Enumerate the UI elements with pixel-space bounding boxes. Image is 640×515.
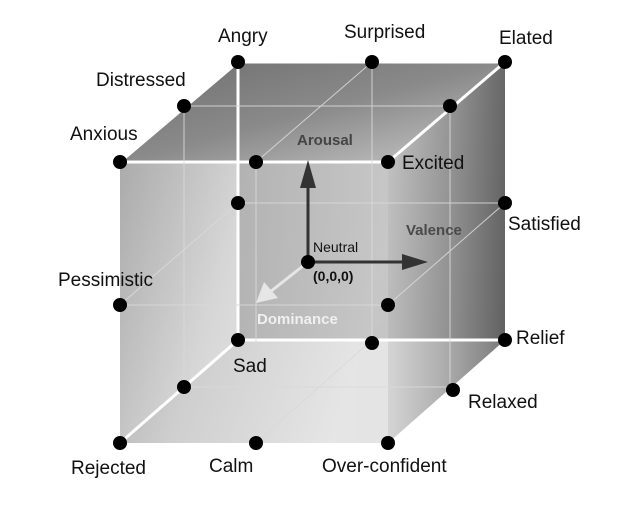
- dot-front-right-mid: [381, 298, 395, 312]
- dot-back-bottom-mid: [365, 336, 379, 350]
- dot-lower-left-mid: [177, 380, 191, 394]
- axis-labels: Arousal Valence Dominance Neutral (0,0,0…: [257, 132, 462, 328]
- label-anxious: Anxious: [70, 124, 138, 145]
- label-calm: Calm: [209, 456, 253, 477]
- dot-neutral: [301, 255, 315, 269]
- label-neutral: Neutral: [313, 239, 358, 255]
- label-pessimistic: Pessimistic: [58, 270, 153, 291]
- label-distressed: Distressed: [96, 70, 186, 91]
- label-relaxed: Relaxed: [468, 392, 538, 413]
- dot-excited: [381, 155, 395, 169]
- label-origin-coords: (0,0,0): [313, 268, 353, 284]
- label-valence: Valence: [406, 222, 462, 239]
- dot-relief: [498, 333, 512, 347]
- dot-front-top-mid: [249, 155, 263, 169]
- dominance-axis: [269, 260, 309, 294]
- cube-right-face: [388, 62, 505, 443]
- dot-pessimistic: [113, 298, 127, 312]
- label-excited: Excited: [402, 153, 464, 174]
- label-elated: Elated: [499, 28, 553, 49]
- label-over-confident: Over-confident: [322, 456, 447, 477]
- label-angry: Angry: [218, 26, 268, 47]
- dot-calm: [249, 436, 263, 450]
- label-rejected: Rejected: [71, 458, 146, 479]
- label-satisfied: Satisfied: [508, 214, 581, 235]
- dot-relaxed: [446, 383, 460, 397]
- dot-sad: [231, 333, 245, 347]
- arousal-arrowhead: [300, 160, 316, 188]
- cube-front-face: [120, 162, 388, 443]
- label-arousal: Arousal: [297, 132, 353, 149]
- emotion-labels: Angry Surprised Elated Distressed Anxiou…: [58, 22, 581, 479]
- label-sad: Sad: [233, 356, 267, 377]
- dominance-arrowhead: [256, 282, 278, 303]
- dot-satisfied: [498, 196, 512, 210]
- label-relief: Relief: [516, 328, 565, 349]
- label-surprised: Surprised: [344, 22, 425, 43]
- dot-surprised: [365, 55, 379, 69]
- dot-anxious: [113, 155, 127, 169]
- cube-grid-lines: [119, 61, 506, 444]
- dot-elated: [498, 55, 512, 69]
- dot-upper-mid: [443, 99, 457, 113]
- label-dominance: Dominance: [257, 311, 338, 328]
- valence-arrowhead: [402, 254, 428, 270]
- cube-top-face: [120, 62, 505, 162]
- dot-over-confident: [381, 436, 395, 450]
- dot-distressed: [177, 99, 191, 113]
- dot-rejected: [113, 436, 127, 450]
- dot-back-left-mid: [231, 196, 245, 210]
- dot-angry: [231, 55, 245, 69]
- emotion-points: [113, 55, 512, 450]
- axes: [256, 160, 428, 303]
